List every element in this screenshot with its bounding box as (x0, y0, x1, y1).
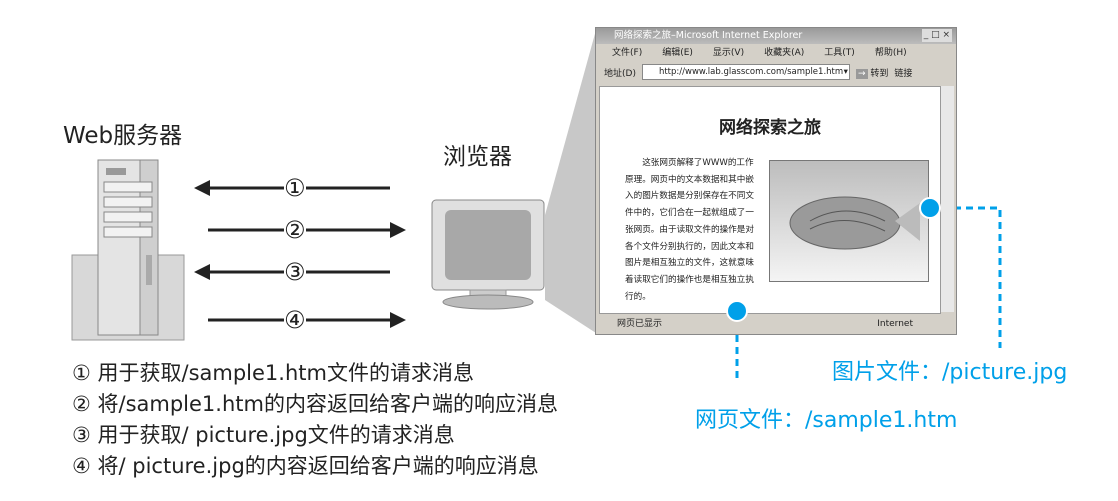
page-callout: 网页文件：/sample1.htm (695, 408, 958, 433)
legend-item-2: ② 将/sample1.htm的内容返回给客户端的响应消息 (72, 392, 558, 416)
menu-file[interactable]: 文件(F) (612, 48, 643, 58)
status-bar: 网页已显示 Internet (599, 316, 953, 332)
picture-callout: 图片文件：/picture.jpg (832, 360, 1068, 385)
menu-help[interactable]: 帮助(H) (874, 48, 907, 58)
arrow-2 (208, 222, 406, 238)
ie-title: 网络探索之旅–Microsoft Internet Explorer (614, 30, 803, 41)
status-text: 网页已显示 (617, 319, 663, 329)
address-bar: 地址(D) http://www.lab.glasscom.com/sample… (596, 62, 956, 82)
menu-favorites[interactable]: 收藏夹(A) (764, 48, 805, 58)
arrow-4 (208, 312, 406, 328)
ie-title-bar: 网络探索之旅–Microsoft Internet Explorer _ □ × (596, 28, 956, 44)
go-button[interactable]: → 转到 (855, 66, 889, 79)
monitor-icon (431, 199, 545, 310)
go-arrow-icon: → (855, 68, 868, 79)
dropdown-icon[interactable]: ▾ (843, 67, 848, 77)
server-icon (71, 159, 185, 341)
menu-bar: 文件(F) 编辑(E) 显示(V) 收藏夹(A) 工具(T) 帮助(H) (596, 44, 956, 62)
menu-view[interactable]: 显示(V) (712, 48, 745, 58)
url-field[interactable]: http://www.lab.glasscom.com/sample1.htm▾ (641, 64, 850, 80)
zoom-wedge (545, 30, 596, 333)
go-label: 转到 (870, 68, 889, 79)
menu-edit[interactable]: 编辑(E) (662, 48, 693, 58)
window-controls[interactable]: _ □ × (921, 29, 952, 42)
browser-label: 浏览器 (443, 144, 512, 170)
fish-picture (769, 160, 929, 282)
menu-tools[interactable]: 工具(T) (824, 48, 855, 58)
zone-text: Internet (877, 319, 913, 329)
server-label: Web服务器 (63, 123, 183, 149)
arrow-2-number: ② (284, 216, 306, 244)
legend-item-1: ① 用于获取/sample1.htm文件的请求消息 (72, 361, 474, 385)
arrow-1-number: ① (284, 174, 306, 202)
url-text: http://www.lab.glasscom.com/sample1.htm (658, 67, 844, 77)
fish-icon (789, 196, 920, 250)
page-body-text: 这张网页解释了WWW的工作原理。网页中的文本数据和其中嵌入的图片数据是分别保存在… (625, 158, 754, 302)
address-label: 地址(D) (604, 68, 636, 79)
scrollbar[interactable] (941, 86, 954, 312)
browser-window: 网络探索之旅–Microsoft Internet Explorer _ □ ×… (595, 27, 957, 335)
page-content: 网络探索之旅 这张网页解释了WWW的工作原理。网页中的文本数据和其中嵌入的图片数… (599, 86, 941, 314)
arrow-4-number: ④ (284, 306, 306, 334)
arrow-3-number: ③ (284, 258, 306, 286)
legend-item-4: ④ 将/ picture.jpg的内容返回给客户端的响应消息 (72, 454, 539, 478)
legend-item-3: ③ 用于获取/ picture.jpg文件的请求消息 (72, 423, 455, 447)
links-button[interactable]: 链接 (894, 68, 913, 79)
page-heading: 网络探索之旅 (719, 118, 821, 138)
